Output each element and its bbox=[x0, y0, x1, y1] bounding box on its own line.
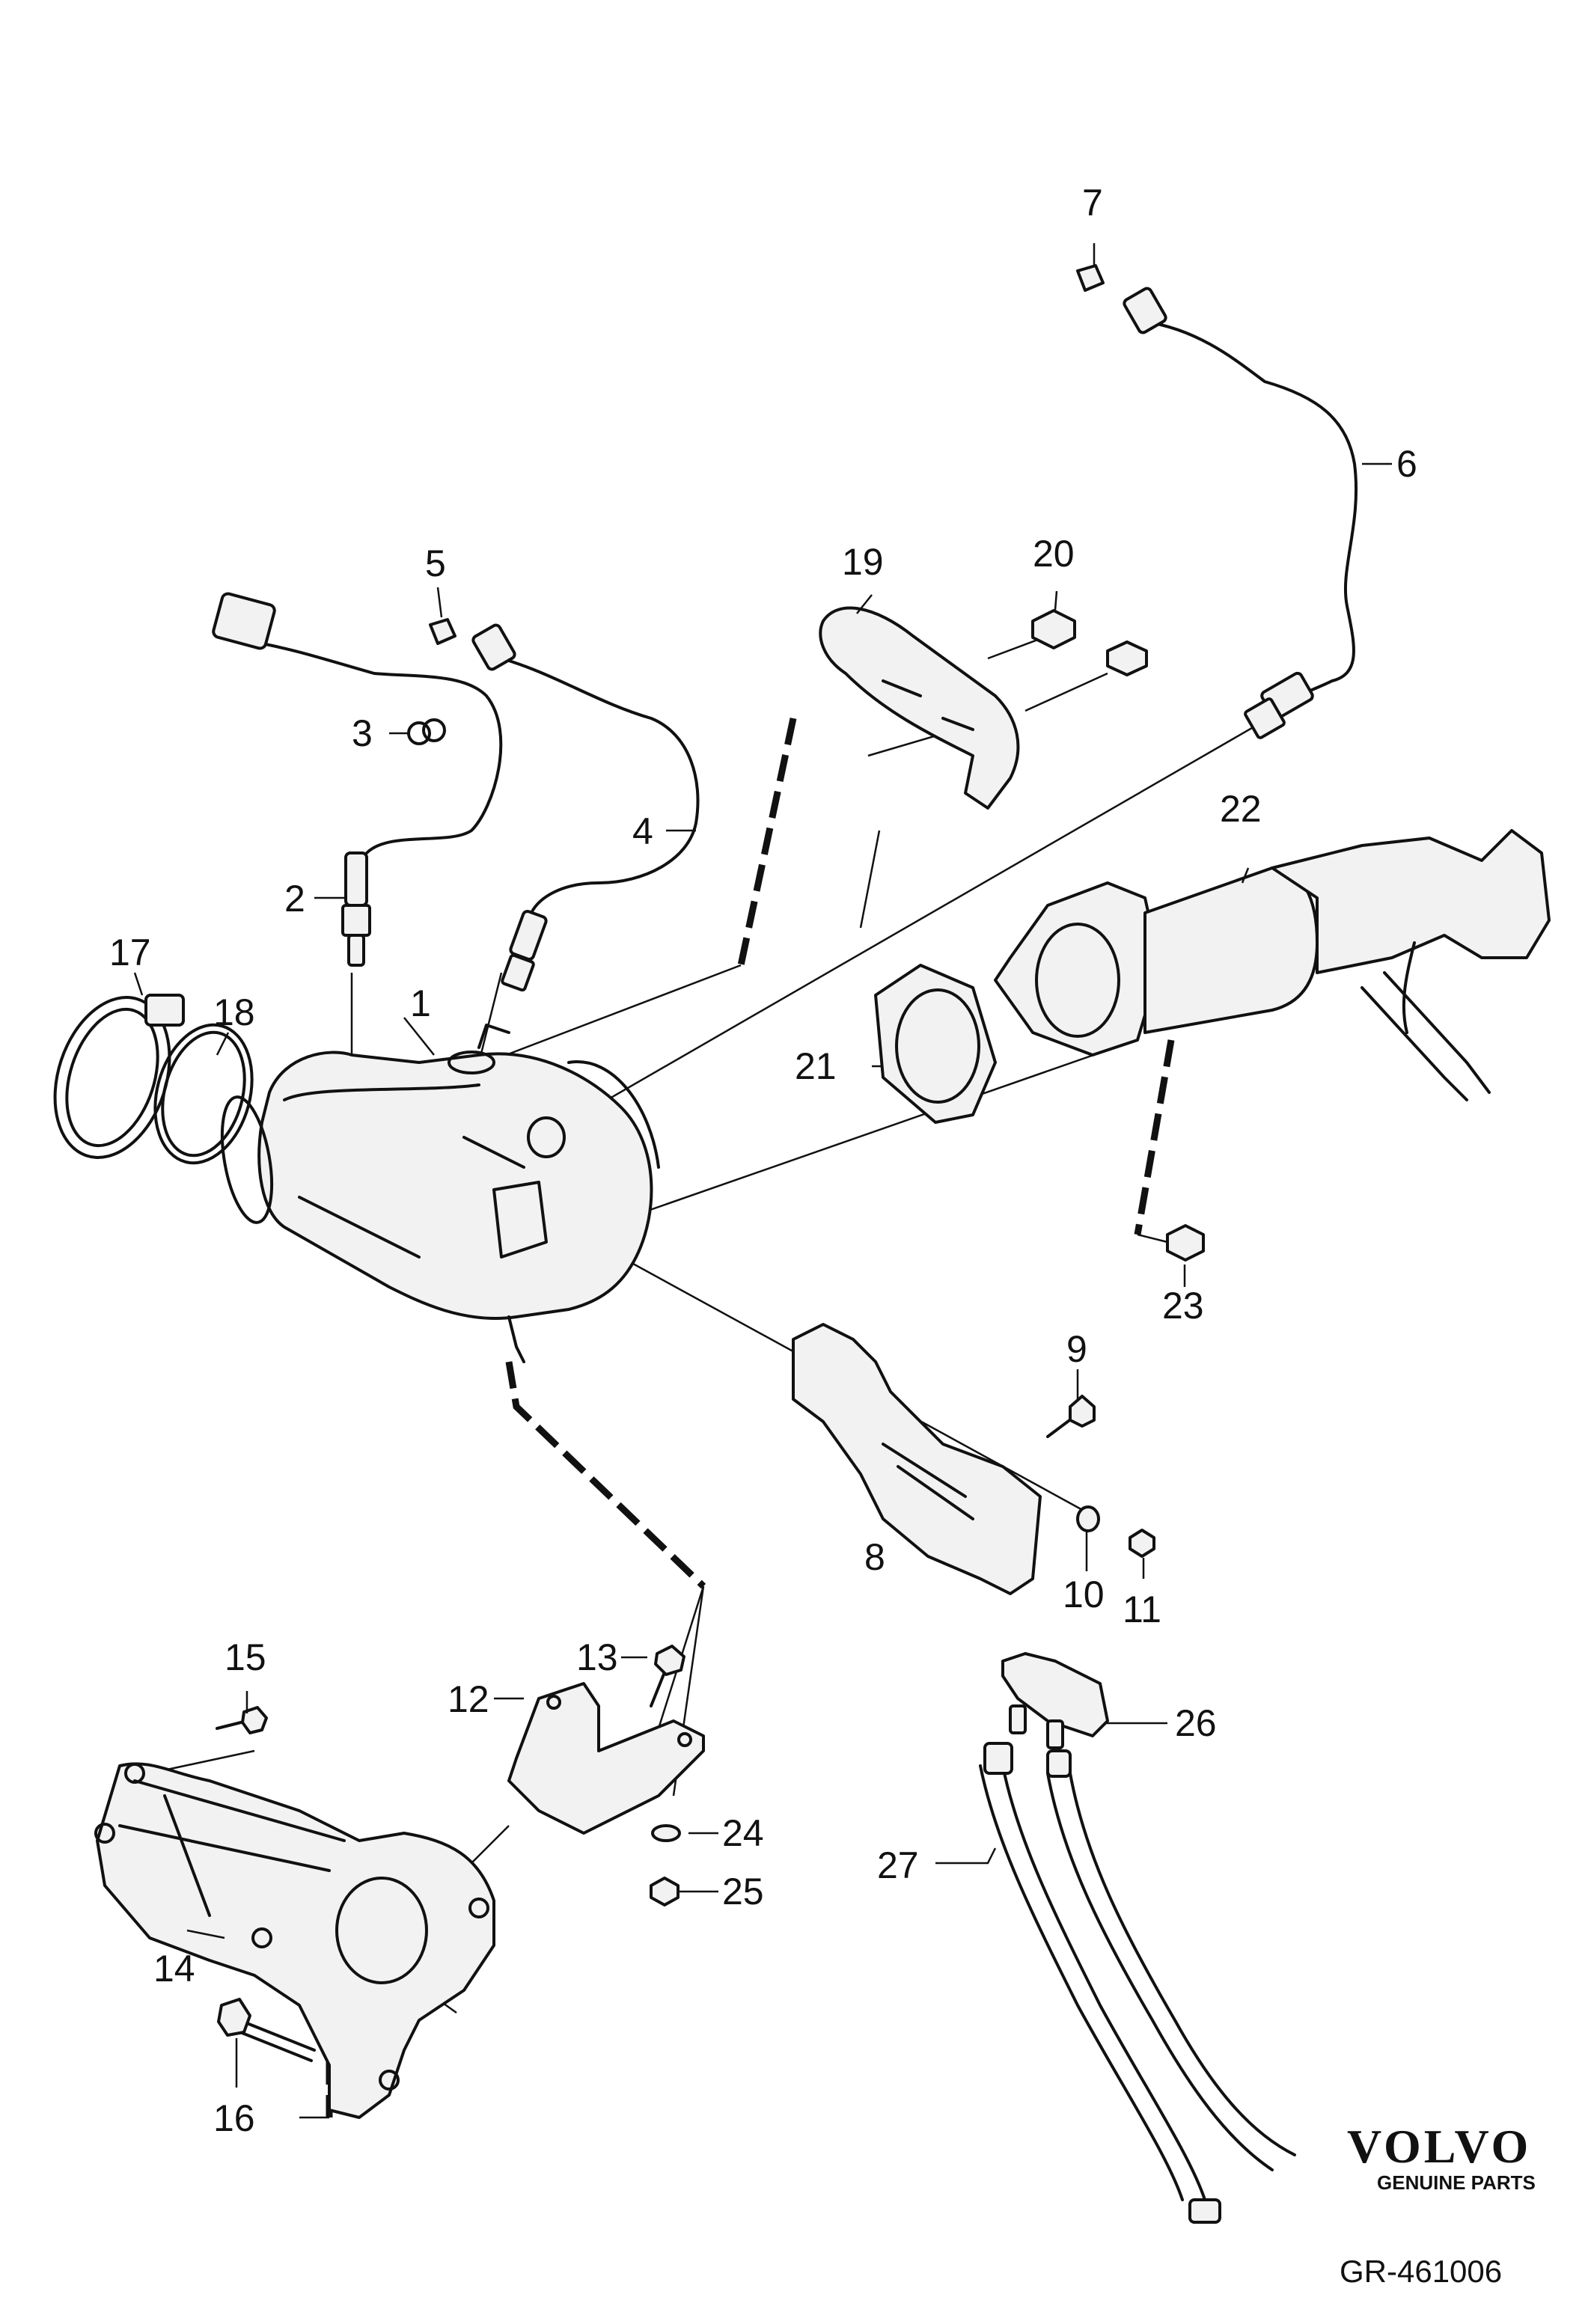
callout-15: 15 bbox=[225, 1636, 266, 1678]
volvo-logo-subtitle: GENUINE PARTS bbox=[1377, 2171, 1536, 2194]
callout-19: 19 bbox=[842, 541, 884, 583]
part-seal-ring bbox=[153, 1023, 254, 1165]
part-nut-upper bbox=[1031, 609, 1076, 649]
callout-numbers: 1 2 3 4 5 6 7 8 9 10 11 12 13 14 15 16 1… bbox=[109, 182, 1417, 2139]
callout-9: 9 bbox=[1066, 1328, 1087, 1370]
part-nut-small bbox=[650, 1877, 680, 1906]
callout-22: 22 bbox=[1220, 788, 1262, 830]
part-v-band-clamp bbox=[53, 994, 185, 1159]
callout-24: 24 bbox=[722, 1812, 764, 1854]
callout-4: 4 bbox=[632, 810, 653, 852]
part-bolt-engine-bracket bbox=[216, 1706, 268, 1734]
callout-12: 12 bbox=[448, 1678, 489, 1720]
callout-25: 25 bbox=[722, 1871, 764, 1912]
part-clip-small bbox=[429, 618, 456, 645]
callout-2: 2 bbox=[284, 878, 305, 920]
callout-10: 10 bbox=[1063, 1574, 1105, 1615]
callout-5: 5 bbox=[425, 542, 446, 584]
callout-6: 6 bbox=[1396, 443, 1417, 485]
part-nut-bracket bbox=[1166, 1224, 1205, 1262]
callout-17: 17 bbox=[109, 932, 151, 973]
part-oxygen-sensor-downstream bbox=[1123, 287, 1358, 739]
part-bolt-bracket bbox=[650, 1645, 685, 1707]
part-hoses bbox=[979, 1742, 1296, 2224]
callout-16: 16 bbox=[213, 2097, 255, 2139]
part-support-bracket bbox=[792, 1323, 1042, 1595]
part-oxygen-sensor-rear bbox=[471, 623, 700, 992]
callout-27: 27 bbox=[877, 1844, 919, 1886]
callout-23: 23 bbox=[1162, 1285, 1204, 1327]
part-nut-lower bbox=[1106, 640, 1148, 676]
part-flange-gasket bbox=[874, 964, 997, 1124]
part-bolt-upper bbox=[1046, 1395, 1096, 1438]
part-oxygen-sensor-front bbox=[212, 592, 503, 967]
callout-14: 14 bbox=[153, 1948, 195, 1990]
part-downpipe-converter bbox=[994, 829, 1551, 1101]
part-turbo-converter-housing bbox=[220, 1024, 660, 1363]
callout-7: 7 bbox=[1082, 182, 1103, 224]
diagram-reference-id: GR-461006 bbox=[1340, 2254, 1502, 2289]
part-long-bolt bbox=[217, 1998, 316, 2062]
callout-20: 20 bbox=[1033, 533, 1075, 575]
callout-8: 8 bbox=[864, 1536, 885, 1578]
part-pressure-sensor bbox=[1001, 1652, 1109, 1749]
callout-11: 11 bbox=[1123, 1588, 1161, 1630]
volvo-logo: VOLVO GENUINE PARTS bbox=[1347, 2120, 1536, 2194]
part-clip-upper bbox=[1076, 264, 1105, 292]
volvo-logo-wordmark: VOLVO bbox=[1347, 2120, 1531, 2173]
callout-13: 13 bbox=[576, 1636, 618, 1678]
callout-18: 18 bbox=[213, 991, 255, 1033]
part-engine-bracket bbox=[94, 1762, 495, 2119]
part-sensor-clip bbox=[407, 718, 446, 745]
part-mounting-bracket bbox=[507, 1682, 705, 1835]
part-washer-small bbox=[651, 1824, 681, 1842]
part-heat-shield bbox=[819, 606, 1020, 810]
callout-3: 3 bbox=[352, 712, 373, 754]
callout-26: 26 bbox=[1175, 1702, 1217, 1744]
callout-21: 21 bbox=[795, 1045, 837, 1087]
callout-1: 1 bbox=[410, 982, 431, 1024]
part-bolt-lower bbox=[1129, 1529, 1155, 1558]
part-washer bbox=[1076, 1505, 1100, 1532]
callout-leaders bbox=[133, 243, 1392, 2088]
